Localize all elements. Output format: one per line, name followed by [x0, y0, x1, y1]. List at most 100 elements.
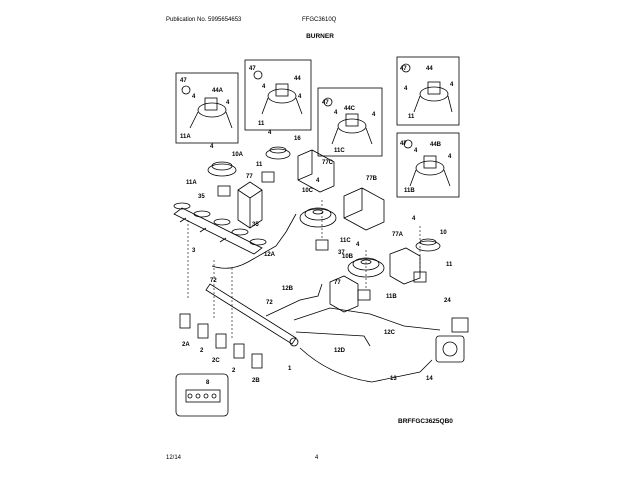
- burner-tray: [173, 207, 263, 255]
- inset-box-11c: [317, 87, 383, 157]
- inset-11r-label-0: 47: [400, 66, 407, 72]
- inset-11b-label-0: 47: [400, 141, 407, 147]
- part-label: 12C: [384, 330, 396, 336]
- part-label: 35: [252, 222, 259, 228]
- manifold-fitting: [289, 337, 299, 347]
- burner-16: [265, 146, 291, 160]
- part-label: 3: [192, 248, 196, 254]
- diagram-reference-code: BRFFGC3625QB0: [398, 418, 453, 425]
- part-label: 11: [446, 262, 453, 268]
- part-label: 2: [200, 348, 204, 354]
- part-label: 24: [444, 298, 451, 304]
- inset-11c-label-0: 47: [322, 100, 329, 106]
- inset-11c-label-2: 44C: [344, 106, 356, 112]
- part-label: 10A: [232, 152, 244, 158]
- tube-12a: [211, 213, 297, 269]
- inset-11r-label-3: 4: [450, 82, 454, 88]
- manifold-pipe: [205, 283, 297, 345]
- regulator-14: [435, 317, 469, 363]
- part-label: 2: [232, 368, 236, 374]
- part-label: 12A: [264, 252, 276, 258]
- part-label: 10C: [302, 188, 314, 194]
- inset-11b-label-1: 4: [414, 148, 418, 154]
- inset-box-11a: [175, 72, 239, 144]
- inset-11r-label-2: 44: [426, 66, 433, 72]
- page-number: 4: [315, 455, 319, 461]
- inset-11-right-valve: [401, 63, 453, 113]
- inset-11-valve: [253, 70, 303, 115]
- inset-11-label-2: 44: [294, 76, 301, 82]
- part-label: 1: [288, 366, 292, 372]
- bracket-77a: [389, 247, 421, 285]
- inset-11a-label-0: 47: [180, 78, 187, 84]
- part-label: 12B: [282, 286, 294, 292]
- part-label: 2A: [182, 342, 190, 348]
- part-label: 16: [294, 136, 301, 142]
- section-title: BURNER: [306, 33, 334, 40]
- part-label: 77A: [392, 232, 404, 238]
- part-label: 8: [206, 380, 210, 386]
- inset-box-11-right: [396, 56, 460, 126]
- part-label: 11C: [340, 238, 351, 244]
- inset-box-11: [244, 59, 312, 131]
- part-label: 72: [210, 278, 217, 284]
- bracket-77c: [297, 149, 335, 193]
- tube-13: [299, 347, 433, 383]
- part-label: 11B: [386, 294, 397, 300]
- inset-11a-label-1: 4: [192, 94, 196, 100]
- burner-10c: [299, 207, 337, 228]
- inset-11c-label-4: 11C: [334, 148, 345, 154]
- inset-11r-label-1: 4: [404, 86, 408, 92]
- gas-valves: [179, 313, 263, 369]
- part-labels: 4 10A 11A 35 77 11 4 16 77C 4 10C 77B 11…: [182, 130, 453, 386]
- orifice-holders: [217, 171, 427, 301]
- part-label: 77: [246, 174, 253, 180]
- part-label: 4: [316, 178, 320, 184]
- inset-11c-valve: [323, 97, 373, 145]
- tube-12b: [265, 283, 323, 317]
- part-label: 35: [198, 194, 205, 200]
- inset-11a-label-3: 4: [226, 100, 230, 106]
- leader-lines: [187, 200, 421, 338]
- publication-number: Publication No. 5995654653: [166, 17, 242, 23]
- inset-11c-label-3: 4: [372, 112, 376, 118]
- part-label: 11A: [186, 180, 197, 186]
- inset-11-label-3: 4: [298, 94, 302, 100]
- part-label: 12D: [334, 348, 346, 354]
- bracket-77: [237, 181, 263, 229]
- part-label: 14: [426, 376, 433, 382]
- inset-11-label-0: 47: [249, 66, 256, 72]
- part-label: 4: [412, 216, 416, 222]
- tube-12d: [295, 331, 371, 347]
- inset-11a-valve: [181, 85, 233, 129]
- inset-11a-label-2: 44A: [212, 88, 224, 94]
- part-label: 11: [256, 162, 263, 168]
- inset-labels: 47 4 44A 4 11A 47 4 44 4 11 47 4 44C 4 1…: [180, 66, 454, 194]
- inset-11b-label-2: 44B: [430, 142, 442, 148]
- burner-10: [415, 238, 441, 252]
- model-number: FFGC3610Q: [302, 17, 337, 23]
- inset-box-11b: [396, 132, 460, 198]
- part-label: 13: [390, 376, 397, 382]
- part-label: 77B: [366, 176, 378, 182]
- burner-10a: [207, 161, 237, 177]
- part-label: 4: [356, 242, 360, 248]
- part-label: 10B: [342, 254, 354, 260]
- spark-module-8: [175, 373, 229, 417]
- inset-11r-label-4: 11: [408, 114, 415, 120]
- part-label: 77C: [322, 160, 334, 166]
- part-label: 72: [266, 300, 273, 306]
- bracket-77b: [343, 187, 385, 231]
- inset-11b-label-4: 11B: [404, 188, 415, 194]
- part-label: 4: [268, 130, 272, 136]
- part-label: 37: [338, 250, 345, 256]
- inset-11-label-4: 11: [258, 121, 265, 127]
- inset-11c-label-1: 4: [334, 110, 338, 116]
- part-label: 77: [334, 280, 341, 286]
- part-label: 2B: [252, 378, 260, 384]
- part-label: 4: [210, 144, 214, 150]
- inset-11b-valve: [403, 139, 451, 187]
- tube-12c: [293, 307, 441, 331]
- inset-11b-label-3: 4: [448, 154, 452, 160]
